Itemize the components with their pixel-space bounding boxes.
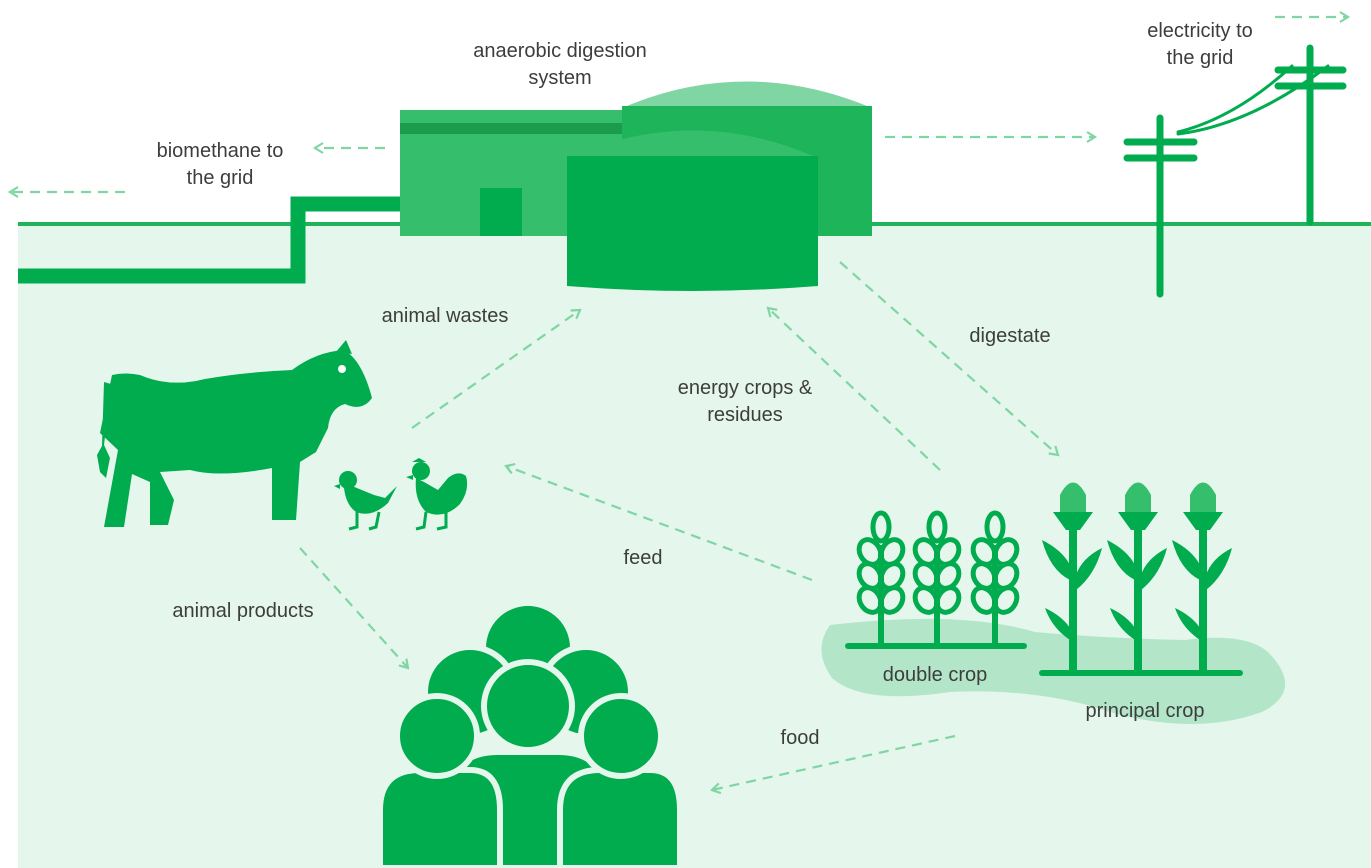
label-food: food bbox=[780, 727, 820, 749]
label-energy-crops: energy crops & residues bbox=[677, 377, 813, 426]
flow-arrows bbox=[7, 11, 1351, 795]
arrow-animal-wastes bbox=[411, 308, 582, 429]
wheat-plant-icon bbox=[856, 510, 906, 645]
power-poles-icon bbox=[1123, 44, 1347, 298]
arrow-digestate bbox=[839, 261, 1060, 457]
arrow-feed bbox=[504, 463, 813, 582]
arrow-food bbox=[709, 734, 956, 795]
anaerobic-digestion-plant-icon bbox=[400, 81, 872, 291]
label-animal-products: animal products bbox=[172, 600, 314, 622]
ground-area bbox=[18, 224, 1371, 868]
cow-icon bbox=[97, 340, 372, 527]
arrow-animal-products bbox=[299, 547, 410, 670]
label-digestate: digestate bbox=[969, 325, 1051, 347]
label-animal-wastes: animal wastes bbox=[381, 305, 509, 327]
arrow-energy-crops bbox=[766, 306, 941, 471]
label-feed: feed bbox=[623, 547, 663, 569]
chicken-icon bbox=[334, 458, 468, 531]
biomethane-pipe bbox=[18, 196, 400, 284]
label-biomethane: biomethane to the grid bbox=[156, 140, 284, 189]
label-principal-crop: principal crop bbox=[1085, 700, 1205, 722]
label-electricity: electricity to the grid bbox=[1147, 20, 1253, 69]
label-anaerobic-digestion: anaerobic digestion system bbox=[473, 40, 647, 89]
people-group-icon bbox=[377, 600, 683, 868]
corn-plant-icon bbox=[1042, 482, 1102, 673]
label-double-crop: double crop bbox=[882, 664, 988, 686]
